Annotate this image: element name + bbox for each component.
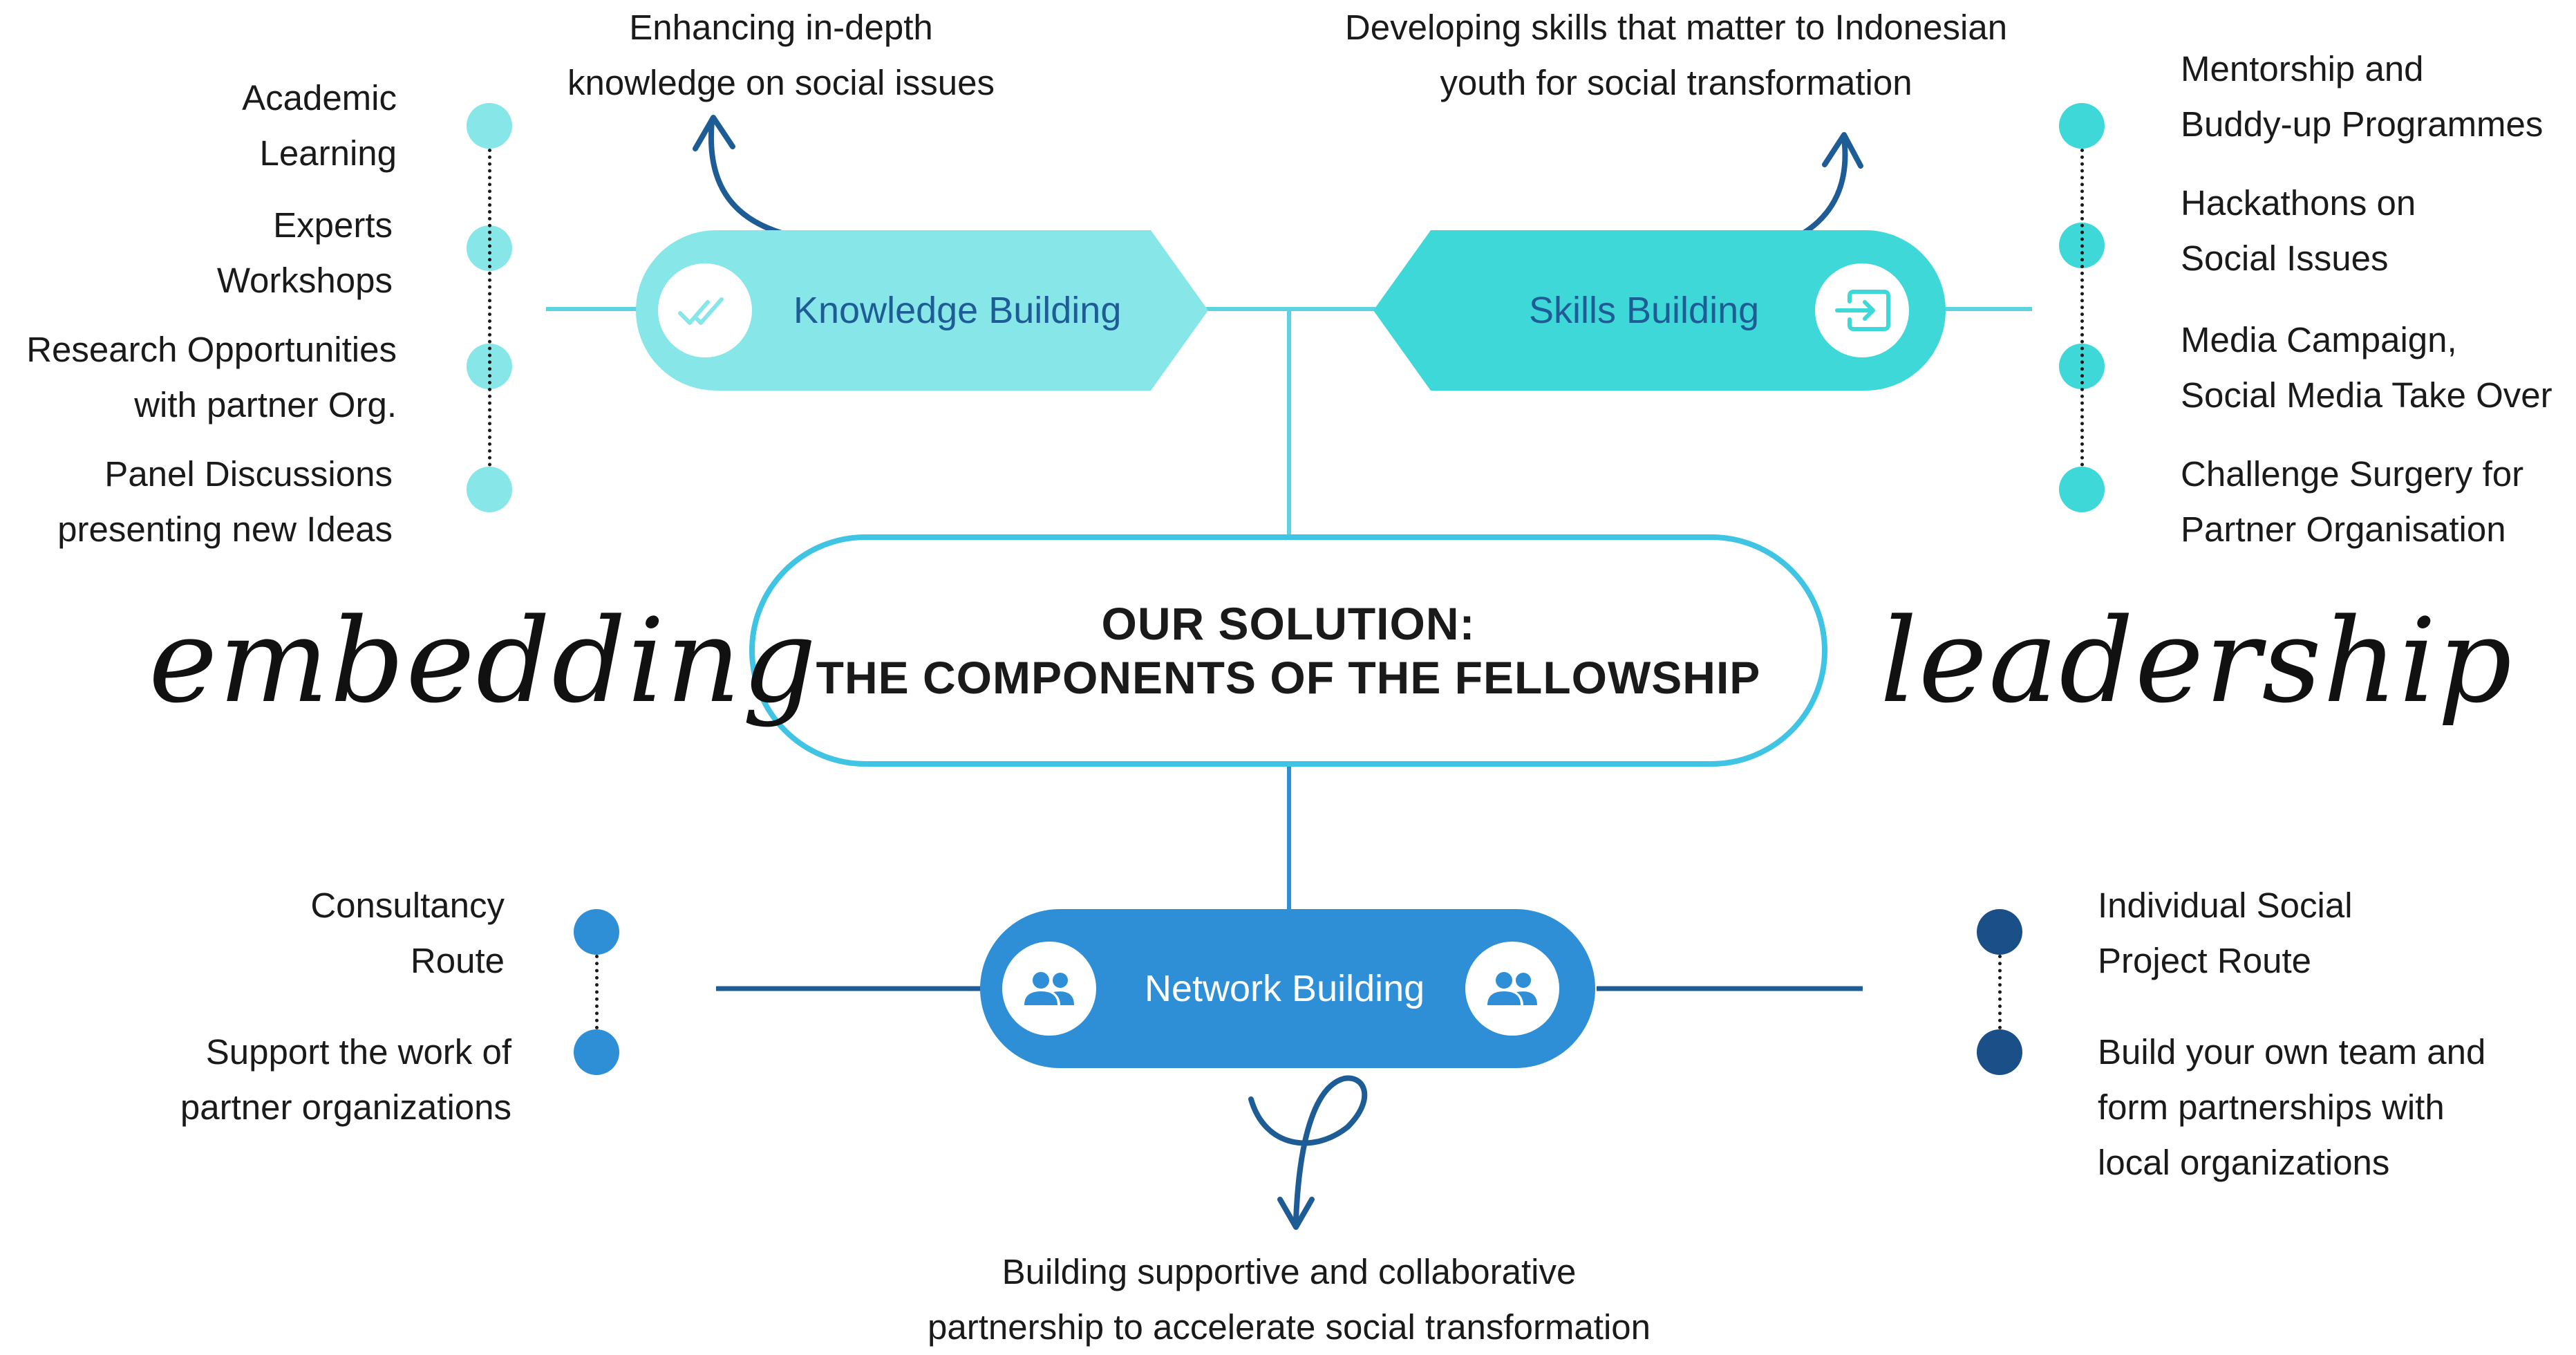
knowledge-item-1: Academic Learning — [242, 78, 397, 173]
skills-goal-text: Developing skills that matter to Indones… — [1344, 8, 2008, 102]
network-left-item-1: Consultancy Route — [310, 886, 505, 980]
script-word-embedding: embedding — [149, 593, 818, 729]
input-arrow-icon — [1835, 290, 1890, 331]
network-icon-circle-right — [1465, 942, 1559, 1036]
knowledge-item-3: Research Opportunities with partner Org. — [26, 330, 397, 424]
network-icon-circle-left — [1002, 942, 1096, 1036]
knowledge-item-4: Panel Discussions presenting new Ideas — [57, 454, 393, 549]
knowledge-bullet — [467, 103, 512, 149]
network-left-bullet — [574, 1029, 619, 1075]
center-title-box: OUR SOLUTION: THE COMPONENTS OF THE FELL… — [749, 534, 1827, 767]
knowledge-goal-text: Enhancing in-depth knowledge on social i… — [567, 8, 995, 102]
knowledge-icon-circle — [658, 263, 752, 357]
center-title-line1: OUR SOLUTION: — [1101, 598, 1476, 649]
double-check-icon — [678, 297, 724, 325]
people-icon — [1024, 972, 1074, 1005]
network-building-label: Network Building — [1145, 968, 1425, 1009]
network-right-bullet — [1977, 909, 2022, 955]
skills-item-3: Media Campaign, Social Media Take Over — [2181, 320, 2553, 415]
network-left-item-2: Support the work of partner organization… — [180, 1032, 511, 1127]
knowledge-bullet — [467, 467, 512, 512]
skills-building-pill — [1373, 230, 1946, 391]
skills-building-label: Skills Building — [1529, 290, 1760, 331]
network-left-dotted-connector — [595, 955, 599, 1029]
skills-icon-circle — [1815, 263, 1909, 357]
skills-item-1: Mentorship and Buddy-up Programmes — [2181, 49, 2544, 144]
center-title-line2: THE COMPONENTS OF THE FELLOWSHIP — [816, 652, 1761, 703]
knowledge-item-2: Experts Workshops — [216, 205, 393, 300]
network-right-item-1: Individual Social Project Route — [2098, 886, 2353, 980]
skills-item-4: Challenge Surgery for Partner Organisati… — [2181, 454, 2524, 549]
network-right-item-2: Build your own team and form partnership… — [2098, 1032, 2486, 1182]
people-icon — [1487, 972, 1537, 1005]
knowledge-building-label: Knowledge Building — [793, 290, 1122, 331]
skills-item-2: Hackathons on Social Issues — [2181, 183, 2416, 278]
script-word-leadership: leadership — [1880, 593, 2514, 729]
knowledge-dotted-connector — [488, 149, 491, 467]
network-right-dotted-connector — [1998, 955, 2002, 1029]
skills-dotted-connector — [2080, 149, 2084, 467]
skills-bullet — [2059, 467, 2105, 512]
network-left-bullet — [574, 909, 619, 955]
network-goal-text: Building supportive and collaborative pa… — [927, 1252, 1651, 1347]
network-right-bullet — [1977, 1029, 2022, 1075]
knowledge-building-pill — [636, 230, 1208, 391]
skills-bullet — [2059, 103, 2105, 149]
